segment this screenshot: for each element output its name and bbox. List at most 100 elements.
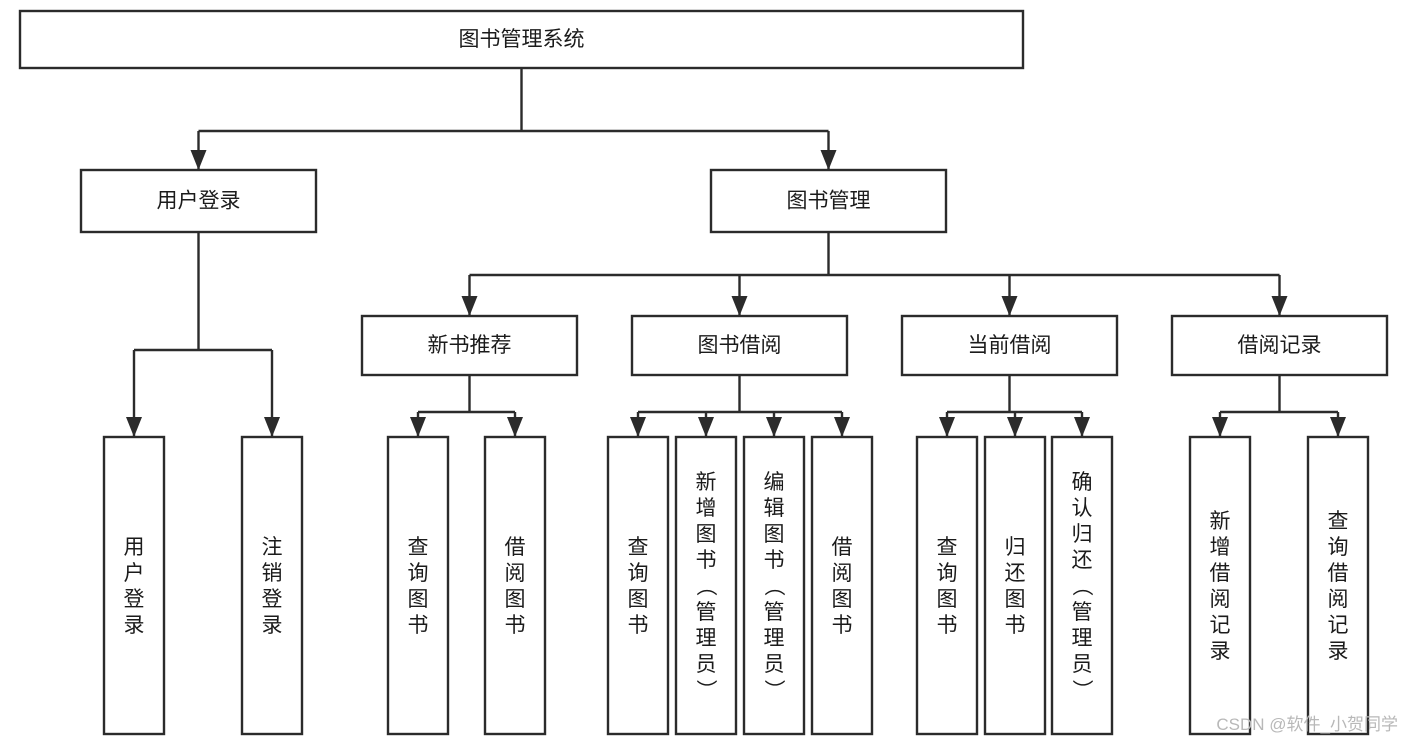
node-box[interactable]	[983, 435, 1047, 736]
node-l2-0[interactable]: 用户登录	[79, 168, 318, 234]
node-box[interactable]	[1050, 435, 1114, 736]
node-box[interactable]	[1306, 435, 1370, 736]
node-label-char: 借	[832, 536, 853, 559]
node-label-char: 图	[505, 588, 526, 611]
node-box[interactable]	[386, 435, 450, 736]
arrowhead	[1007, 417, 1023, 437]
arrowhead	[630, 417, 646, 437]
arrowhead	[410, 417, 426, 437]
node-label-char: 理	[696, 627, 717, 650]
node-label-char: 查	[408, 536, 429, 559]
node-label-char: 图	[408, 588, 429, 611]
node-label-char: 登	[124, 588, 145, 611]
node-label-char: 理	[764, 627, 785, 650]
arrowhead	[939, 417, 955, 437]
node-l3-2[interactable]: 当前借阅	[900, 314, 1119, 377]
node-label-char: 录	[1210, 640, 1231, 663]
node-box[interactable]	[742, 435, 806, 736]
node-box[interactable]	[18, 9, 1025, 70]
node-label-char: 新	[1210, 510, 1231, 533]
node-label: 借阅记录	[1238, 334, 1322, 357]
node-label: 当前借阅	[968, 334, 1052, 357]
node-l3-3[interactable]: 借阅记录	[1170, 314, 1389, 377]
node-label-char: 编	[764, 471, 785, 494]
node-label-char: 询	[1328, 536, 1349, 559]
node-box[interactable]	[606, 435, 670, 736]
node-label-char: 管	[696, 601, 717, 624]
node-label-char: 书	[764, 549, 785, 572]
node-label-char: 阅	[505, 562, 526, 585]
node-box[interactable]	[1188, 435, 1252, 736]
node-label-char: 阅	[1210, 588, 1231, 611]
node-label: 图书管理	[787, 190, 871, 213]
node-label-char: 阅	[1328, 588, 1349, 611]
node-label-char: 增	[696, 497, 717, 520]
node-box[interactable]	[709, 168, 948, 234]
node-box[interactable]	[240, 435, 304, 736]
node-label-char: 登	[262, 588, 283, 611]
arrowhead	[834, 417, 850, 437]
node-label-char: ）	[1070, 679, 1093, 700]
arrowhead	[1212, 417, 1228, 437]
node-label-char: 还	[1005, 562, 1026, 585]
node-label-char: 询	[937, 562, 958, 585]
node-label-char: 管	[764, 601, 785, 624]
node-label-char: 图	[832, 588, 853, 611]
node-label-char: 辑	[764, 497, 785, 520]
node-label-char: 查	[628, 536, 649, 559]
node-label-char: 书	[628, 614, 649, 637]
node-label-char: 还	[1072, 549, 1093, 572]
node-label-char: 查	[1328, 510, 1349, 533]
node-label-char: 增	[1210, 536, 1231, 559]
node-box[interactable]	[915, 435, 979, 736]
node-label-char: 管	[1072, 601, 1093, 624]
node-box[interactable]	[360, 314, 579, 377]
node-label-char: 录	[1328, 640, 1349, 663]
node-label-char: 新	[696, 471, 717, 494]
arrowhead	[461, 296, 478, 316]
node-box[interactable]	[810, 435, 874, 736]
node-label-char: 归	[1072, 523, 1093, 546]
node-root-0[interactable]: 图书管理系统	[18, 9, 1025, 70]
node-label-char: 图	[628, 588, 649, 611]
node-label-char: 书	[1005, 614, 1026, 637]
node-box[interactable]	[79, 168, 318, 234]
node-box[interactable]	[1170, 314, 1389, 377]
node-box[interactable]	[900, 314, 1119, 377]
node-label-char: 用	[124, 536, 145, 559]
node-l3-1[interactable]: 图书借阅	[630, 314, 849, 377]
arrowhead	[1271, 296, 1288, 316]
node-l2-1[interactable]: 图书管理	[709, 168, 948, 234]
node-label-char: 注	[262, 536, 283, 559]
arrowhead	[1074, 417, 1090, 437]
node-label-char: 户	[124, 562, 145, 585]
node-box[interactable]	[630, 314, 849, 377]
node-box[interactable]	[674, 435, 738, 736]
node-leaf-0[interactable]: 用户登录	[102, 435, 166, 736]
node-label-char: （	[762, 575, 785, 596]
node-l3-0[interactable]: 新书推荐	[360, 314, 579, 377]
node-label-char: （	[1070, 575, 1093, 596]
node-label-char: ）	[694, 679, 717, 700]
node-box[interactable]	[102, 435, 166, 736]
arrowhead	[1330, 417, 1346, 437]
node-label-char: ）	[762, 679, 785, 700]
edges-layer	[126, 68, 1346, 437]
node-label-char: 图	[764, 523, 785, 546]
node-box[interactable]	[483, 435, 547, 736]
node-label-char: 询	[628, 562, 649, 585]
node-label-char: 认	[1072, 497, 1093, 520]
